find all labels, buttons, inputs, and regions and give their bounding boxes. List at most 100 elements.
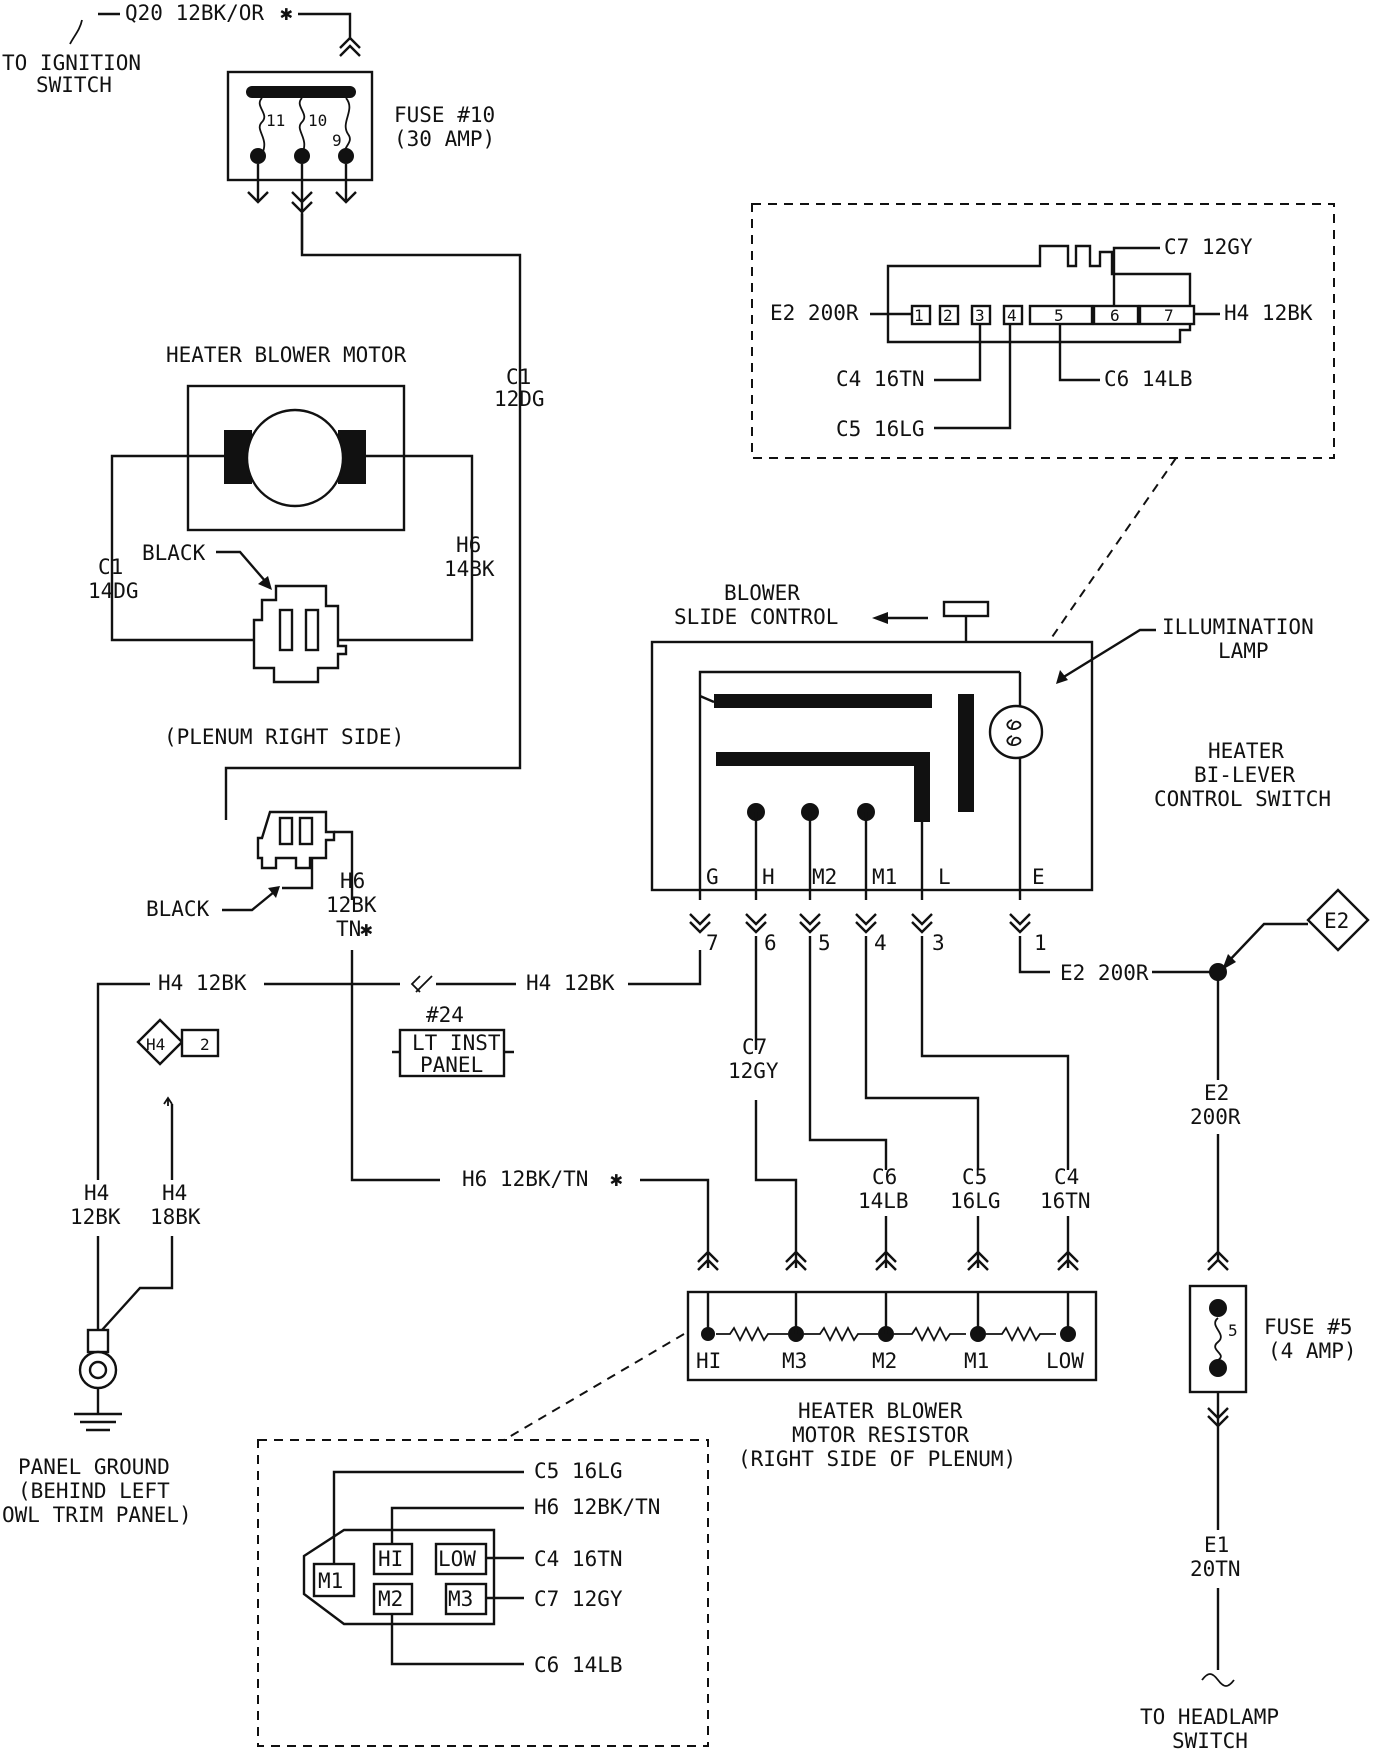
rc-c6-14lb-label: C6 14LB <box>534 1653 623 1677</box>
e2-200r-v-label: E2 <box>1204 1081 1229 1105</box>
rc-c7-12gy-label: C7 12GY <box>534 1587 623 1611</box>
e2-illumination-feed: E2 200R E2 E2 200R 5 FUSE #5 (4 AMP) E1 … <box>1018 888 1370 1752</box>
hbm-title: HEATER BLOWER MOTOR <box>166 343 407 367</box>
fuse10-pin-11: 11 <box>266 111 285 130</box>
blower-slide-label: BLOWER <box>724 581 800 605</box>
c1-12dg-label-2: 12DG <box>494 387 545 411</box>
h4-18bk-label: H4 <box>162 1181 187 1205</box>
res-m3: M3 <box>782 1349 807 1373</box>
pin-6: 6 <box>764 931 777 955</box>
black-label-2: BLACK <box>146 897 210 921</box>
rc-low: LOW <box>438 1547 476 1571</box>
h6-14bk-label-2: 14BK <box>444 557 495 581</box>
c4-16tn-v-label: C4 <box>1054 1165 1079 1189</box>
h6-12bktn-label: H6 12BK/TN <box>462 1167 588 1191</box>
fuse5-label: FUSE #5 <box>1264 1315 1353 1339</box>
switch-resistor-wires: C7 12GY C6 14LB C5 16LG C4 16TN <box>728 936 1091 1271</box>
term-g: G <box>706 865 719 889</box>
h4-12bk-v-label-2: 12BK <box>70 1205 121 1229</box>
fuse-10: 11 10 9 FUSE #10 (30 AMP) <box>226 70 495 250</box>
pin-3: 3 <box>932 931 945 955</box>
sw-pin-2: 2 <box>943 306 953 325</box>
panel-ground-label-3: OWL TRIM PANEL) <box>2 1503 192 1527</box>
c6-14lb-v-label: C6 <box>872 1165 897 1189</box>
lt-inst-label-2: PANEL <box>420 1053 483 1077</box>
pin-5: 5 <box>818 931 831 955</box>
switch-connector-detail: 1 2 3 4 5 6 7 C7 12GY E2 200R H4 12BK C4… <box>751 203 1335 459</box>
black-label-1: BLACK <box>142 541 206 565</box>
to-ignition-label: TO IGNITION <box>2 51 141 75</box>
rc-h6-12bktn-label: H6 12BK/TN <box>534 1495 660 1519</box>
resistor-label: HEATER BLOWER <box>798 1399 963 1423</box>
c7-12gy-v-label-2: 12GY <box>728 1059 779 1083</box>
h4-ref-num: 2 <box>200 1035 210 1054</box>
res-hi: HI <box>696 1349 721 1373</box>
sw-e2-200r-label: E2 200R <box>770 301 859 325</box>
h6-star: ✱ <box>360 917 373 941</box>
wire-h6-12bktn <box>350 950 440 1182</box>
term-l: L <box>938 865 951 889</box>
term-e: E <box>1032 865 1045 889</box>
rc-hi: HI <box>378 1547 403 1571</box>
sw-c4-16tn-label: C4 16TN <box>836 367 925 391</box>
h6-label-a: H6 <box>340 869 365 893</box>
term-m1: M1 <box>872 865 897 889</box>
res-m1: M1 <box>964 1349 989 1373</box>
wire-c1-12dg <box>224 214 522 820</box>
sw-pin-7: 7 <box>1164 306 1174 325</box>
sw-h4-12bk-label: H4 12BK <box>1224 301 1313 325</box>
h6-14bk-label: H6 <box>456 533 481 557</box>
ignition-feed: Q20 12BK/OR ✱ TO IGNITION SWITCH <box>2 1 361 97</box>
h4-18bk-label-2: 18BK <box>150 1205 201 1229</box>
resistor-connector-detail: M1 HI LOW M2 M3 C5 16LG H6 12BK/TN C4 16… <box>257 1439 709 1747</box>
pin-1: 1 <box>1034 931 1047 955</box>
to-headlamp-label: TO HEADLAMP <box>1140 1705 1279 1729</box>
res-low: LOW <box>1046 1349 1084 1373</box>
bi-lever-control-switch: BLOWER SLIDE CONTROL ILLUMINATION LAMP H… <box>650 581 1331 955</box>
heater-bi-lever-label-2: BI-LEVER <box>1194 763 1296 787</box>
c1-14dg-label-2: 14DG <box>88 579 139 603</box>
plenum-right-side-label: (PLENUM RIGHT SIDE) <box>164 725 404 749</box>
rc-c4-16tn-label: C4 16TN <box>534 1547 623 1571</box>
rc-m1: M1 <box>318 1569 343 1593</box>
h6-label-c: TN <box>336 917 361 941</box>
c6-14lb-v-label-2: 14LB <box>858 1189 909 1213</box>
fuse10-amp-label: (30 AMP) <box>394 127 495 151</box>
term-h: H <box>762 865 775 889</box>
e2-ref-label: E2 <box>1324 909 1349 933</box>
fuse10-label: FUSE #10 <box>394 103 495 127</box>
rc-m2: M2 <box>378 1587 403 1611</box>
h4-ref-label: H4 <box>146 1035 165 1054</box>
c1-12dg-label: C1 <box>506 365 531 389</box>
sw-c6-14lb-label: C6 14LB <box>1104 367 1193 391</box>
pin-4: 4 <box>874 931 887 955</box>
c4-16tn-v-label-2: 16TN <box>1040 1189 1091 1213</box>
h6-label-b: 12BK <box>326 893 377 917</box>
sw-pin-4: 4 <box>1007 306 1017 325</box>
h4-12bk-right-label: H4 12BK <box>526 971 615 995</box>
e1-label-2: 20TN <box>1190 1557 1241 1581</box>
blower-slide-label-2: SLIDE CONTROL <box>674 605 838 629</box>
res-m2: M2 <box>872 1349 897 1373</box>
fuse10-pin-9: 9 <box>332 131 342 150</box>
lt-inst-label: LT INST <box>412 1031 501 1055</box>
illumination-lamp-label-2: LAMP <box>1218 639 1269 663</box>
sw-pin-5: 5 <box>1054 306 1064 325</box>
resistor-label-2: MOTOR RESISTOR <box>792 1423 969 1447</box>
h4-12bk-left-label: H4 12BK <box>158 971 247 995</box>
panel-ground-label: PANEL GROUND <box>18 1455 170 1479</box>
h4-12bk-v-label: H4 <box>84 1181 109 1205</box>
sw-c7-12gy-label: C7 12GY <box>1164 235 1253 259</box>
h6-12bktn-star: ✱ <box>610 1167 623 1191</box>
splice-star: ✱ <box>280 1 293 25</box>
lt-inst-num: #24 <box>426 1003 464 1027</box>
blower-motor-resistor: HI M3 M2 M1 LOW HEATER BLOWER MOTOR RESI… <box>686 1290 1098 1471</box>
sw-pin-1: 1 <box>914 306 924 325</box>
heater-bi-lever-label-3: CONTROL SWITCH <box>1154 787 1331 811</box>
rc-c5-16lg-label: C5 16LG <box>534 1459 623 1483</box>
to-ignition-label-2: SWITCH <box>36 73 112 97</box>
sw-pin-6: 6 <box>1110 306 1120 325</box>
term-m2: M2 <box>812 865 837 889</box>
panel-ground-label-2: (BEHIND LEFT <box>18 1479 170 1503</box>
